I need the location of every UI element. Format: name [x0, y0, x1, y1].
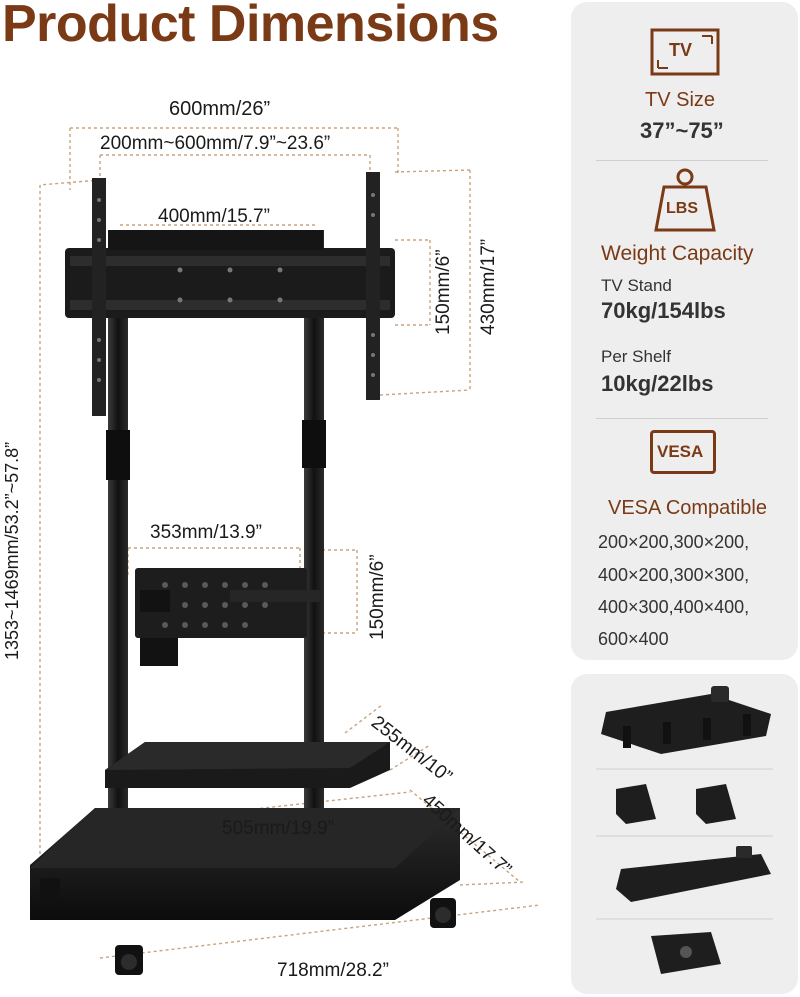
per-shelf-label: Per Shelf [601, 347, 671, 366]
vesa-height-label: 150mm/6” [433, 249, 454, 335]
small-hooks-image [616, 784, 736, 824]
tv-size-label: TV Size [645, 89, 716, 111]
cable-hook-image [651, 932, 721, 974]
shelf-height-label: 150mm/6” [367, 554, 388, 640]
tv-size-value: 37”~75” [640, 118, 724, 143]
vesa-value-2: 400×200,300×300, [598, 565, 750, 585]
weight-capacity-label: Weight Capacity [601, 242, 754, 265]
vesa-icon [650, 430, 716, 474]
vesa-width-range-label: 200mm~600mm/7.9”~23.6” [100, 133, 331, 154]
specs-panel [571, 2, 798, 660]
divider [596, 418, 768, 419]
weight-icon [654, 168, 716, 232]
vesa-value-1: 200×200,300×200, [598, 532, 750, 552]
per-shelf-value: 10kg/22lbs [601, 371, 714, 396]
right-pole [304, 230, 324, 820]
tv-stand-value: 70kg/154lbs [601, 298, 726, 323]
left-pole [108, 230, 128, 850]
bar-width-label: 400mm/15.7” [158, 206, 270, 227]
tray-shelf [105, 742, 390, 788]
vesa-value-4: 600×400 [598, 629, 669, 649]
dimension-lines [39, 127, 541, 959]
mount-height-label: 430mm/17” [478, 238, 499, 335]
vesa-compatible-label: VESA Compatible [608, 497, 767, 519]
shelf-tray-image [616, 846, 771, 902]
tv-mount-bracket [65, 172, 395, 416]
total-height-label: 1353~1469mm/53.2”~57.8” [2, 441, 22, 660]
accessories-illustration [596, 686, 773, 974]
shelf-width-label: 353mm/13.9” [150, 522, 262, 543]
tv-icon [650, 28, 720, 76]
tray-width-label: 505mm/19.9” [222, 818, 334, 839]
tv-stand-illustration [30, 127, 541, 975]
base-cart [30, 808, 460, 975]
hook-bracket-image [601, 686, 771, 754]
vesa-value-3: 400×300,400×400, [598, 597, 750, 617]
divider [596, 160, 768, 161]
page-title: Product Dimensions [2, 0, 499, 53]
weight-icon-text: LBS [666, 200, 698, 217]
middle-shelf [135, 568, 320, 666]
tv-stand-label: TV Stand [601, 276, 672, 295]
top-width-label: 600mm/26” [169, 98, 271, 120]
tv-icon-text: TV [669, 40, 693, 60]
base-width-label: 718mm/28.2” [277, 960, 389, 981]
vesa-icon-text: VESA [657, 442, 704, 461]
